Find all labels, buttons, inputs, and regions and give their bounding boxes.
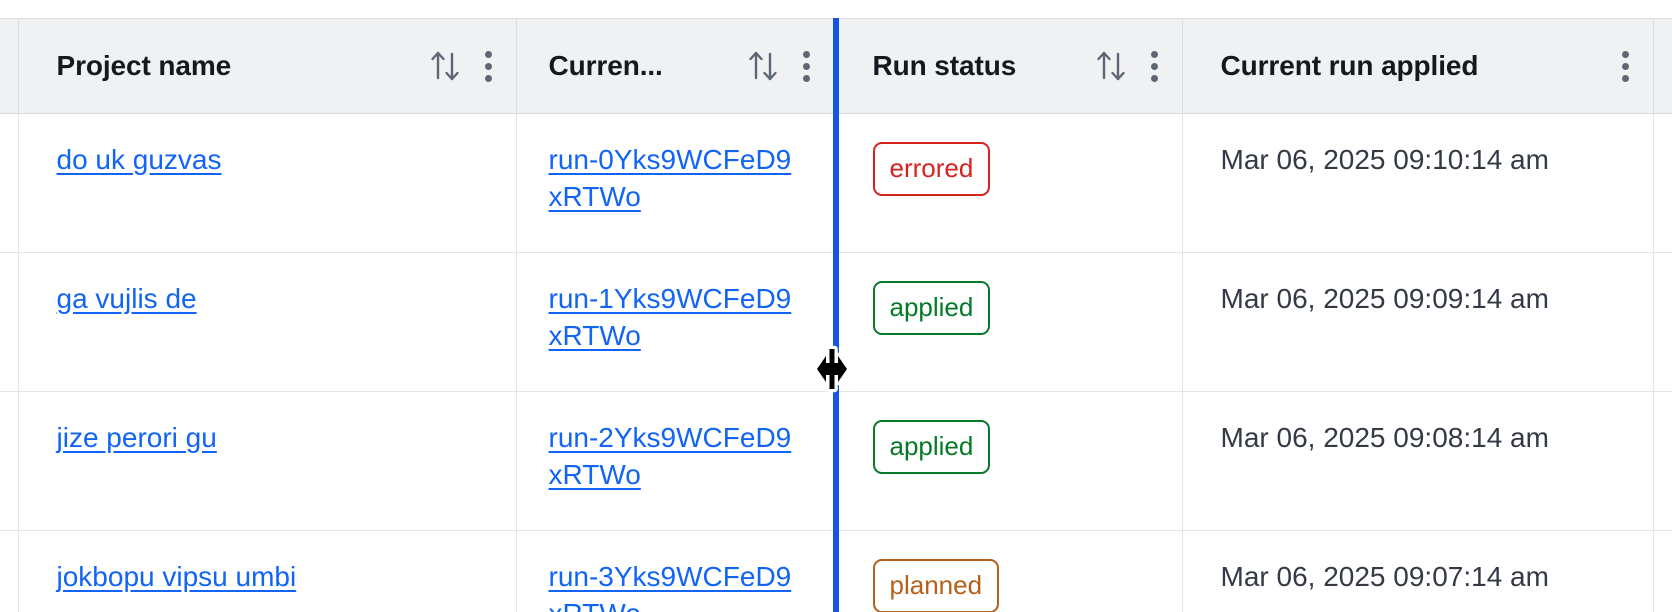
column-header-project-name[interactable]: Project name [18, 18, 517, 114]
row-gutter-cell [0, 113, 19, 253]
project-name-link[interactable]: jize perori gu [56, 422, 217, 453]
project-name-link[interactable]: ga vujlis de [56, 283, 197, 314]
column-header-current-run[interactable]: Curren... [516, 18, 835, 114]
cell-run-status: planned [834, 530, 1183, 612]
current-run-applied-text: Mar 06, 2025 09:10:14 am [1220, 144, 1549, 175]
cell-current-run: run-2Yks9WCFeD9xRTWo [516, 391, 835, 531]
cell-run-status: applied [834, 391, 1183, 531]
cell-project-name: do uk guzvas [18, 113, 517, 253]
column-header-label-run-status: Run status [872, 50, 1017, 81]
cell-content: Mar 06, 2025 09:09:14 am [1221, 253, 1615, 318]
column-header-vcs[interactable]: V [1653, 18, 1672, 114]
kebab-menu-icon[interactable] [802, 47, 812, 85]
table-row: ga vujlis de run-1Yks9WCFeD9xRTWo applie… [0, 252, 1672, 392]
cell-content: applied [872, 392, 1144, 474]
column-header-label-current-run-applied: Current run applied [1220, 50, 1479, 81]
cell-project-name: jokbopu vipsu umbi [18, 530, 517, 612]
cell-vcs: e [1653, 530, 1672, 612]
header-row: Project name [0, 18, 1672, 114]
cell-vcs: e [1653, 252, 1672, 392]
cell-content: applied [872, 253, 1144, 335]
cell-content: planned [872, 531, 1144, 612]
cell-current-run: run-1Yks9WCFeD9xRTWo [516, 252, 835, 392]
cell-content: Mar 06, 2025 09:07:14 am [1221, 531, 1615, 596]
cell-vcs: e [1653, 391, 1672, 531]
cell-project-name: ga vujlis de [18, 252, 517, 392]
cell-run-status: applied [834, 252, 1183, 392]
sort-arrows-icon[interactable] [746, 47, 780, 85]
project-name-link[interactable]: do uk guzvas [56, 144, 222, 175]
table-header: Project name [0, 18, 1672, 114]
cell-content: errored [872, 114, 1144, 196]
kebab-menu-icon[interactable] [484, 47, 494, 85]
column-header-label-current-run: Curren... [548, 50, 663, 81]
kebab-menu-icon[interactable] [1150, 47, 1160, 85]
cell-current-run-applied: Mar 06, 2025 09:09:14 am [1182, 252, 1654, 392]
cell-current-run: run-3Yks9WCFeD9xRTWo [516, 530, 835, 612]
kebab-menu-icon[interactable] [1621, 47, 1631, 85]
cell-content: Mar 06, 2025 09:10:14 am [1221, 114, 1615, 179]
current-run-link[interactable]: run-1Yks9WCFeD9xRTWo [548, 283, 792, 351]
status-badge: applied [872, 420, 991, 474]
cell-current-run-applied: Mar 06, 2025 09:07:14 am [1182, 530, 1654, 612]
table-row: do uk guzvas run-0Yks9WCFeD9xRTWo errore… [0, 113, 1672, 253]
current-run-applied-text: Mar 06, 2025 09:09:14 am [1220, 283, 1549, 314]
cell-content: do uk guzvas [57, 114, 478, 179]
cell-vcs: e [1653, 113, 1672, 253]
current-run-applied-text: Mar 06, 2025 09:07:14 am [1220, 561, 1549, 592]
projects-table: Project name [0, 18, 1672, 612]
cell-current-run: run-0Yks9WCFeD9xRTWo [516, 113, 835, 253]
cell-run-status: errored [834, 113, 1183, 253]
column-header-label-project-name: Project name [56, 50, 232, 81]
cell-content: run-0Yks9WCFeD9xRTWo [549, 114, 802, 216]
current-run-link[interactable]: run-3Yks9WCFeD9xRTWo [548, 561, 792, 612]
cell-content: run-1Yks9WCFeD9xRTWo [549, 253, 802, 355]
cell-content: jize perori gu [57, 392, 478, 457]
cell-current-run-applied: Mar 06, 2025 09:10:14 am [1182, 113, 1654, 253]
column-header-run-status[interactable]: Run status [834, 18, 1183, 114]
status-badge: errored [872, 142, 991, 196]
cell-content: run-2Yks9WCFeD9xRTWo [549, 392, 802, 494]
column-header-current-run-applied[interactable]: Current run applied [1182, 18, 1654, 114]
column-header-gutter [0, 18, 19, 114]
current-run-link[interactable]: run-2Yks9WCFeD9xRTWo [548, 422, 792, 490]
table-body: do uk guzvas run-0Yks9WCFeD9xRTWo errore… [0, 113, 1672, 612]
cell-current-run-applied: Mar 06, 2025 09:08:14 am [1182, 391, 1654, 531]
project-name-link[interactable]: jokbopu vipsu umbi [56, 561, 297, 592]
current-run-applied-text: Mar 06, 2025 09:08:14 am [1220, 422, 1549, 453]
status-badge: applied [872, 281, 991, 335]
cell-content: Mar 06, 2025 09:08:14 am [1221, 392, 1615, 457]
sort-arrows-icon[interactable] [1094, 47, 1128, 85]
cell-content: jokbopu vipsu umbi [57, 531, 478, 596]
sort-arrows-icon[interactable] [428, 47, 462, 85]
row-gutter-cell [0, 391, 19, 531]
status-badge: planned [872, 559, 1000, 612]
cell-content: ga vujlis de [57, 253, 478, 318]
table-row: jokbopu vipsu umbi run-3Yks9WCFeD9xRTWo … [0, 530, 1672, 612]
cell-content: run-3Yks9WCFeD9xRTWo [549, 531, 802, 612]
cell-project-name: jize perori gu [18, 391, 517, 531]
current-run-link[interactable]: run-0Yks9WCFeD9xRTWo [548, 144, 792, 212]
row-gutter-cell [0, 530, 19, 612]
row-gutter-cell [0, 252, 19, 392]
table-row: jize perori gu run-2Yks9WCFeD9xRTWo appl… [0, 391, 1672, 531]
